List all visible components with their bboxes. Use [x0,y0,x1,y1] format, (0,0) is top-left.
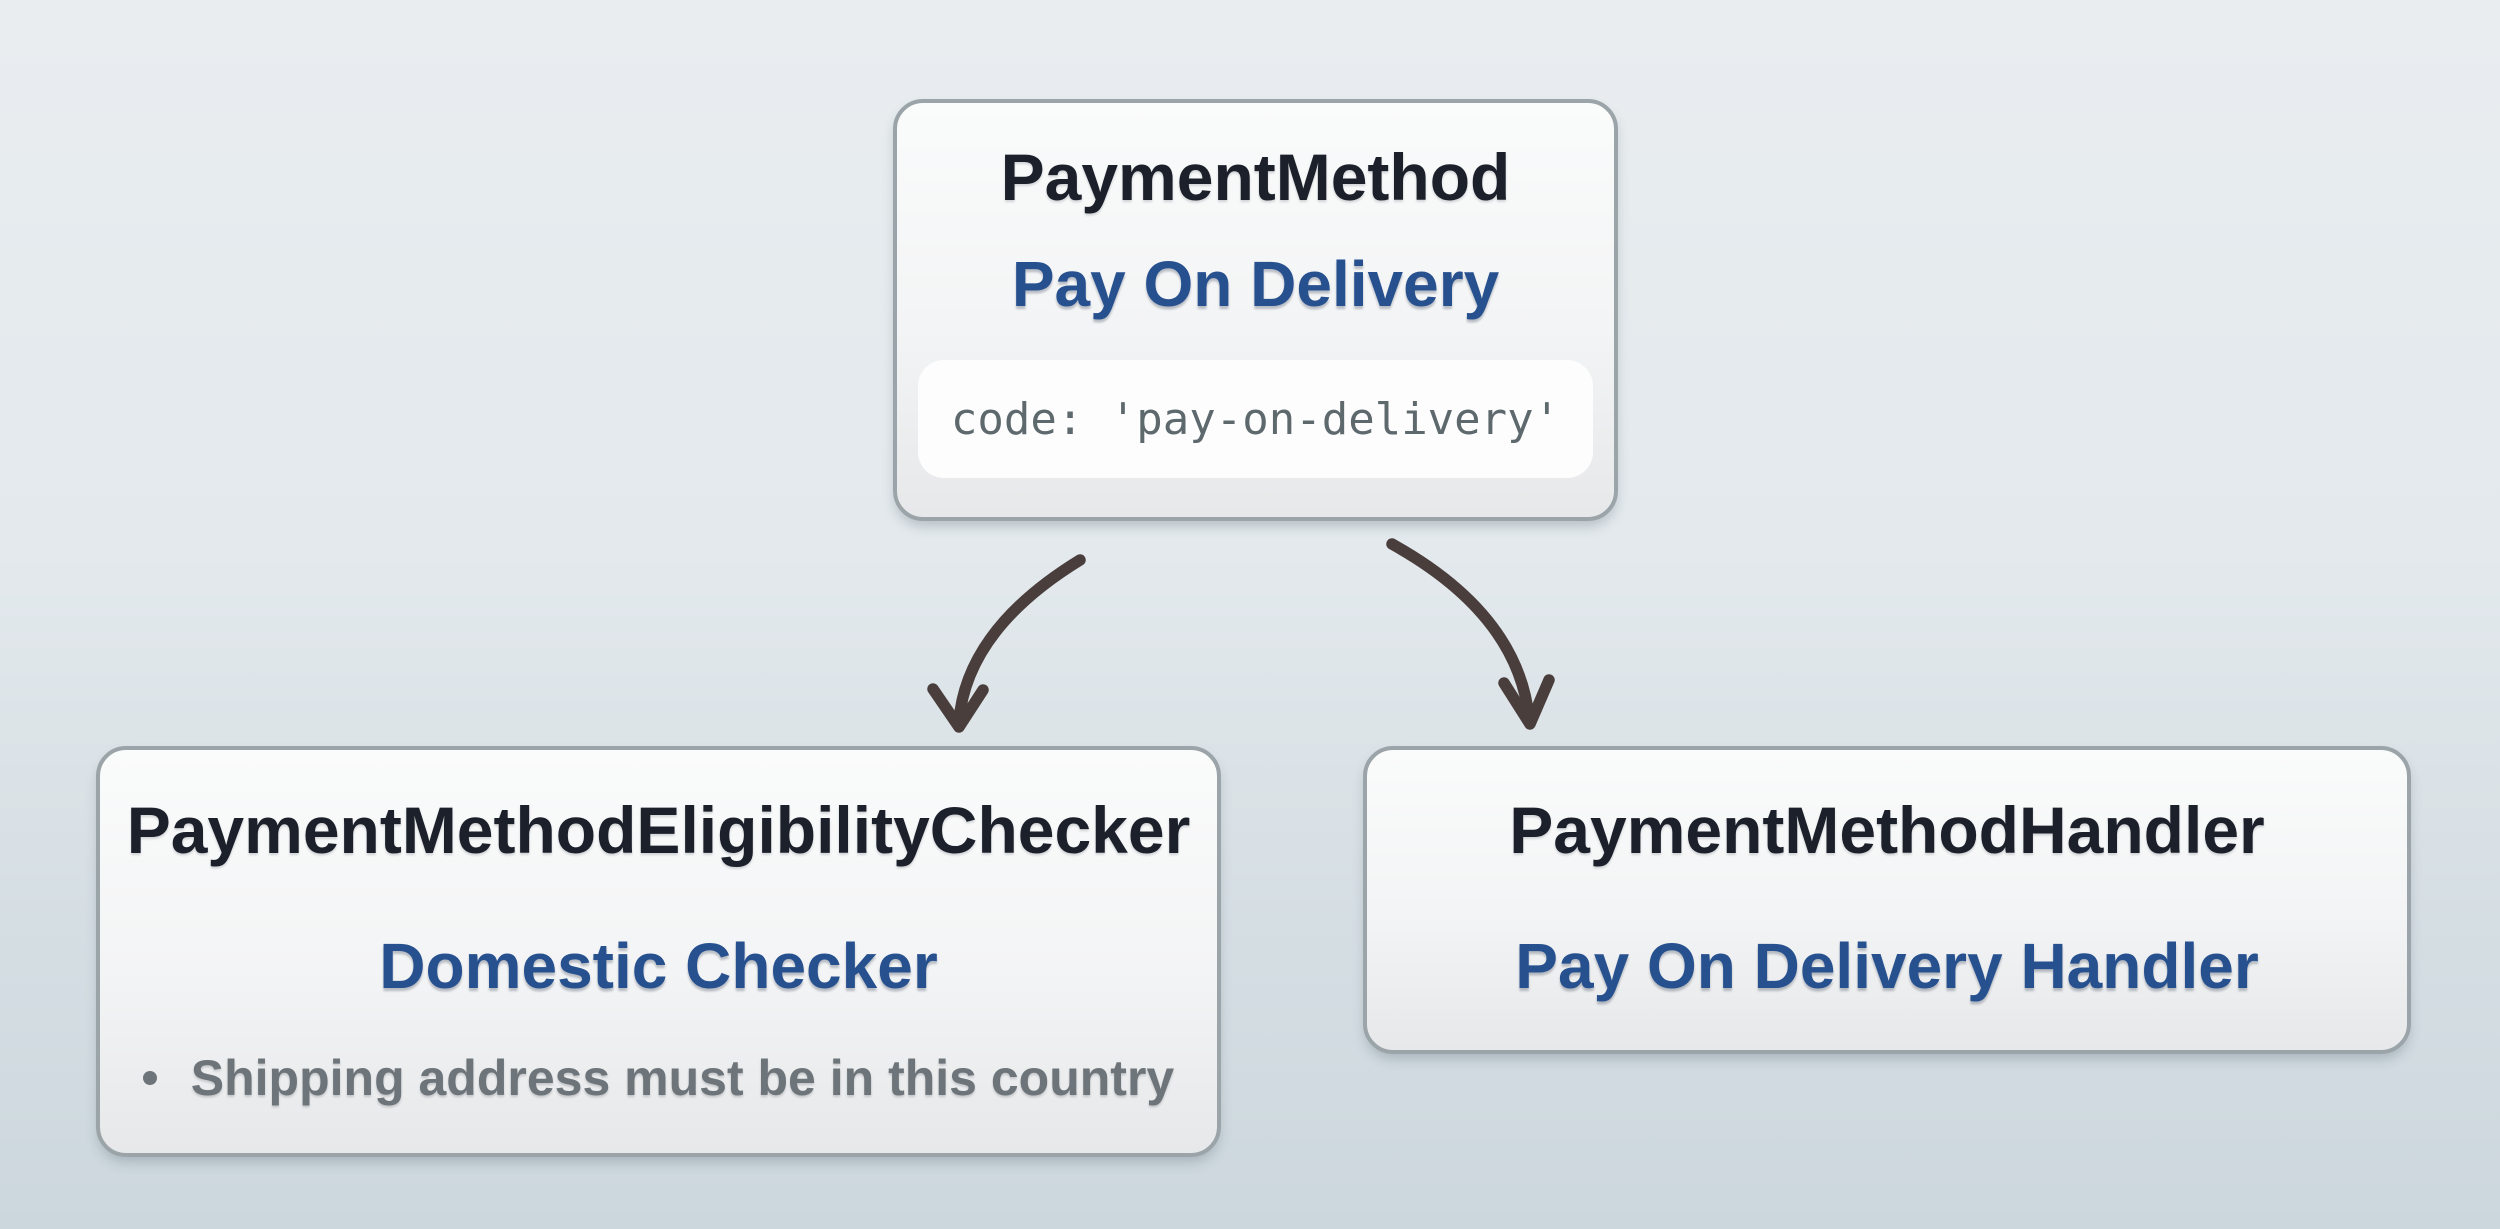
eligibility-rule-text: Shipping address must be in this country [190,1050,1175,1106]
arrow-to-eligibility-checker-icon [927,554,1086,733]
payment-method-node: PaymentMethod Pay On Delivery code: 'pay… [893,99,1618,521]
payment-method-subtitle: Pay On Delivery [1011,248,1500,320]
eligibility-checker-subtitle: Domestic Checker [379,930,938,1002]
eligibility-rule-item: Shipping address must be in this country [142,1049,1175,1107]
handler-node: PaymentMethodHandler Pay On Delivery Han… [1363,746,2411,1054]
arrow-to-handler-icon [1386,538,1555,730]
handler-subtitle: Pay On Delivery Handler [1515,930,2259,1002]
payment-method-code-pill: code: 'pay-on-delivery' [918,360,1593,478]
payment-method-title: PaymentMethod [1000,140,1511,214]
bullet-dot-icon [142,1071,157,1085]
handler-title: PaymentMethodHandler [1509,793,2265,867]
payment-method-code: code: 'pay-on-delivery' [950,393,1561,445]
eligibility-checker-node: PaymentMethodEligibilityChecker Domestic… [96,746,1221,1157]
eligibility-checker-title: PaymentMethodEligibilityChecker [126,793,1191,867]
